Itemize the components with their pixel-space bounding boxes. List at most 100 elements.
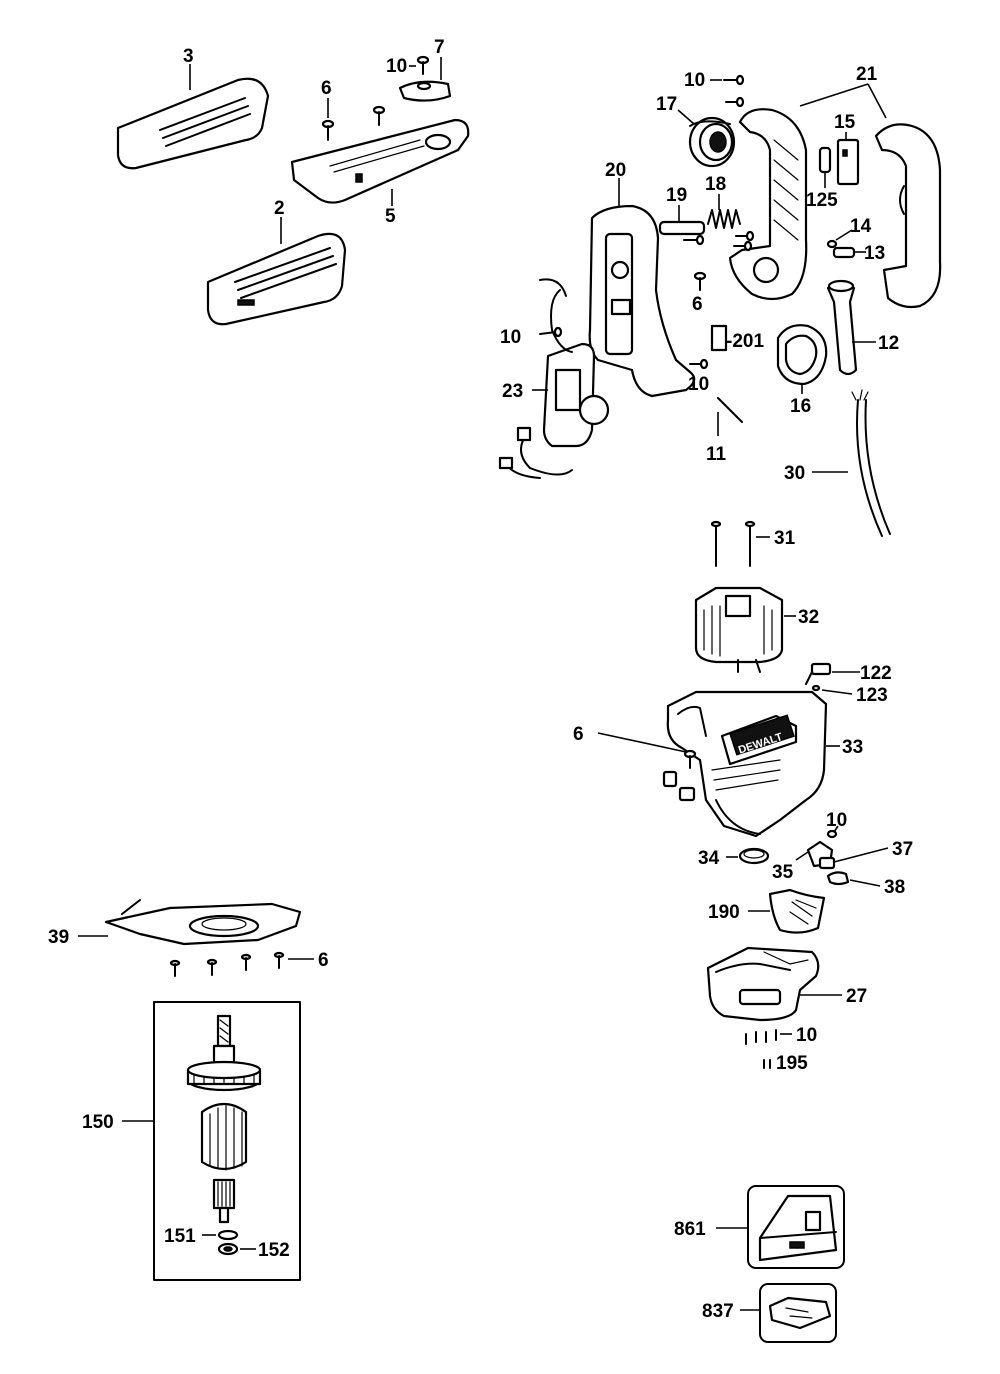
part-861-carry-case	[758, 1194, 838, 1262]
screw-handle-b	[735, 230, 755, 242]
part-152-bearing	[217, 1242, 239, 1256]
screw-10-holder	[826, 829, 838, 839]
part-37-brush-clip	[818, 856, 836, 870]
label-3: 3	[183, 46, 194, 67]
label-35: 35	[772, 862, 794, 883]
case-box	[747, 1185, 845, 1269]
screw-10-handle	[723, 74, 745, 86]
label-125: 125	[806, 190, 838, 211]
part-33-motor-housing: DEWALT	[666, 690, 828, 838]
insert-box	[759, 1283, 837, 1343]
part-125-button	[818, 146, 832, 174]
part-201-label	[710, 324, 728, 352]
label-5: 5	[385, 206, 396, 227]
screws-10-cover	[745, 1029, 777, 1045]
part-13-clamp	[832, 246, 856, 259]
label-10-cover: 10	[796, 1025, 817, 1046]
part-32-field-stator	[694, 586, 784, 673]
label-190: 190	[708, 902, 740, 923]
label-31: 31	[774, 528, 796, 549]
label-861: 861	[674, 1219, 706, 1240]
label-10-switch: 10	[500, 327, 521, 348]
label-10-knob: 10	[386, 56, 407, 77]
part-150-armature	[186, 1014, 262, 1224]
part-19-pin	[658, 220, 706, 236]
label-150: 150	[82, 1112, 114, 1133]
label-10-handle: 10	[684, 70, 705, 91]
label-837: 837	[702, 1301, 734, 1322]
screw-10-lower	[689, 358, 709, 370]
screw-6-housing	[683, 749, 697, 769]
screw-6-center	[693, 271, 707, 291]
screw-10-knob	[416, 55, 430, 75]
label-20: 20	[605, 160, 626, 181]
screw-handle-a	[725, 96, 745, 108]
label-12: 12	[878, 333, 899, 354]
label-34: 34	[698, 848, 720, 869]
label-195: 195	[776, 1053, 808, 1074]
label-23: 23	[502, 381, 523, 402]
label-33: 33	[842, 737, 863, 758]
part-11-pin	[717, 397, 743, 423]
label-18: 18	[705, 174, 726, 195]
label-152: 152	[258, 1240, 290, 1261]
part-17-bellows	[688, 116, 736, 168]
screws-6-plate	[169, 951, 285, 977]
label-17: 17	[656, 94, 677, 115]
screw-handle-d	[683, 234, 705, 246]
label-6-center: 6	[692, 294, 703, 315]
label-13: 13	[864, 243, 885, 264]
part-18-spring	[707, 209, 741, 229]
label-27: 27	[846, 986, 867, 1007]
label-16: 16	[790, 396, 811, 417]
label-32: 32	[798, 607, 819, 628]
part-21-handle-left	[728, 108, 808, 301]
label-14: 14	[850, 216, 872, 237]
label-6-plate: 6	[318, 950, 329, 971]
label-10-lower: 10	[688, 374, 709, 395]
part-34-ring	[738, 847, 770, 865]
screw-handle-c	[733, 240, 753, 252]
part-16-seal-ring	[776, 324, 828, 386]
label-19: 19	[666, 185, 687, 206]
label-7: 7	[434, 37, 445, 58]
part-837-case-insert	[768, 1296, 832, 1330]
part-14-nut	[826, 239, 838, 249]
part-38-plug	[826, 871, 850, 886]
part-21-handle-right	[874, 123, 942, 309]
part-190-baffle	[768, 888, 826, 934]
part-122-brush-holder	[805, 662, 832, 685]
part-151-bearing	[217, 1229, 239, 1241]
part-3-side-cover	[116, 77, 270, 170]
label-39: 39	[48, 927, 69, 948]
part-2-side-cover	[206, 232, 347, 326]
label-10-holder: 10	[826, 810, 847, 831]
part-7-knob	[398, 80, 452, 102]
label-11: 11	[706, 444, 727, 465]
label-6-top: 6	[321, 78, 332, 99]
screw-6-top	[321, 119, 335, 141]
part-30-power-cord	[851, 389, 891, 537]
label-201: -201	[726, 331, 764, 352]
part-20-housing	[588, 204, 696, 398]
label-151: 151	[164, 1226, 196, 1247]
part-15-switch-plate	[836, 138, 860, 186]
screw-10-switch	[539, 326, 563, 338]
part-39-baffle-plate	[104, 899, 302, 946]
label-30: 30	[784, 463, 805, 484]
armature-box	[153, 1001, 301, 1281]
label-2: 2	[274, 198, 285, 219]
part-27-gear-cover	[706, 946, 820, 1022]
screw-top-2	[372, 105, 386, 126]
part-31-long-screws	[710, 520, 756, 567]
label-123: 123	[856, 685, 888, 706]
part-23-switch	[498, 278, 610, 479]
part-123-screw	[811, 684, 821, 692]
parts-195-pins	[763, 1059, 771, 1069]
part-5-top-cover	[290, 118, 470, 204]
label-122: 122	[860, 663, 892, 684]
label-6-housing: 6	[573, 724, 584, 745]
part-brushes	[662, 770, 696, 802]
label-37: 37	[892, 839, 913, 860]
